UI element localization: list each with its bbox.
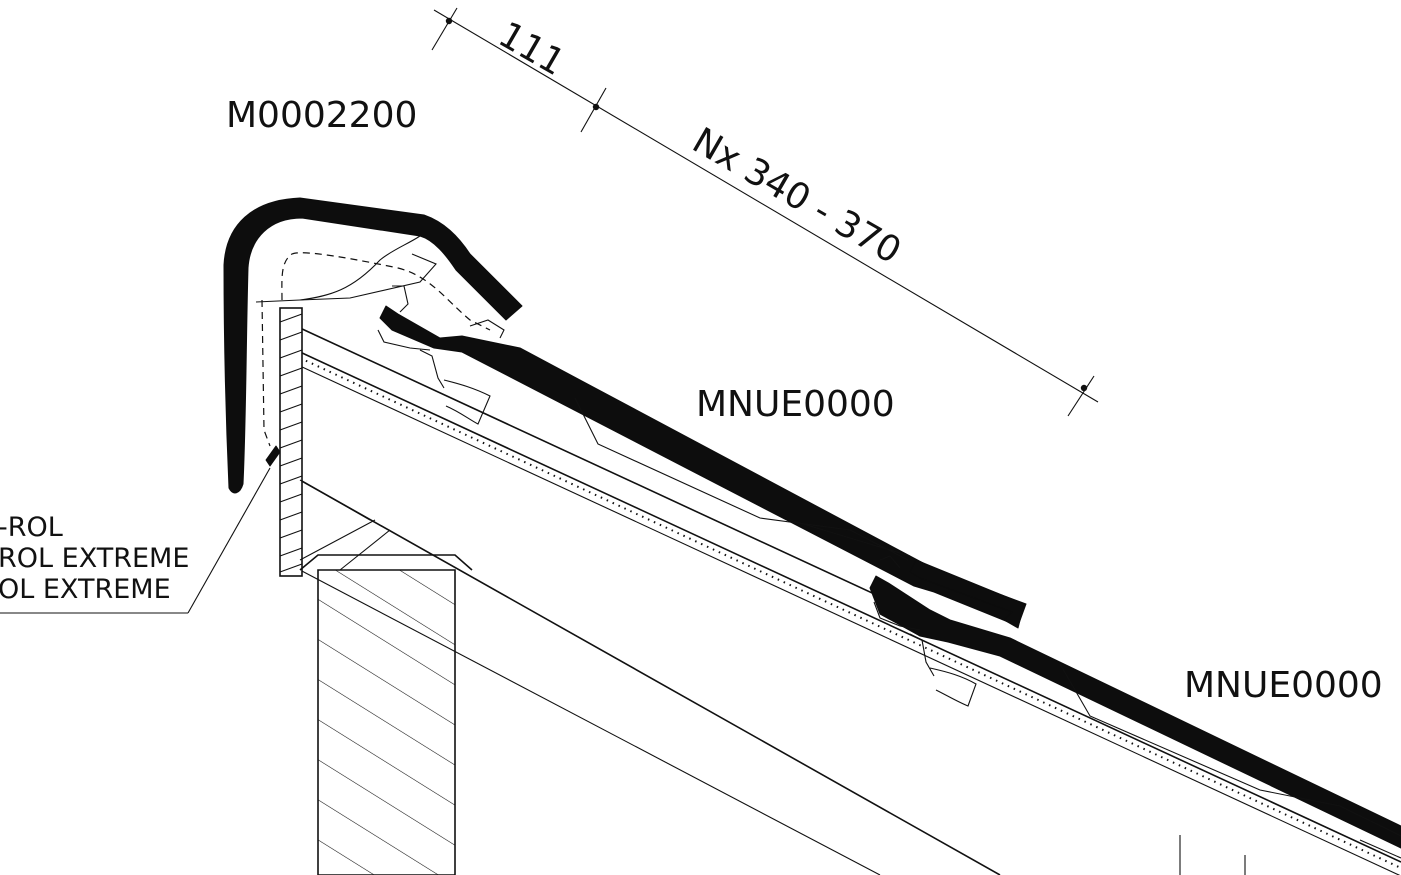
roof-tile-lower [869,555,1401,859]
dimension-line [431,7,1099,417]
dim-node-start [445,17,453,25]
ridge-beam [299,479,473,875]
ridge-batten [279,307,303,577]
roll-leader-line [0,467,271,614]
dimension-label-spacing: Nx 340 - 370 [686,120,908,272]
roof-tile-upper [377,285,1027,627]
roll-label-line-1: -ROL [0,512,63,543]
dim-tick-end [1067,375,1095,417]
dim-node-mid [592,103,600,111]
ridge-roll-detail [261,299,281,467]
dimension-label-first: 111 [492,14,572,84]
ridge-code-label: M0002200 [226,95,417,136]
dim-tick-mid [580,87,607,133]
tile-code-label-lower: MNUE0000 [1184,665,1383,706]
dim-tick-start [431,7,458,51]
roll-label-line-2: ROL EXTREME [0,543,189,574]
dim-node-end [1080,384,1088,392]
tile-code-label-upper: MNUE0000 [696,384,895,425]
roll-label-line-3: OL EXTREME [0,574,171,605]
ridge-cap-tile [223,197,523,494]
